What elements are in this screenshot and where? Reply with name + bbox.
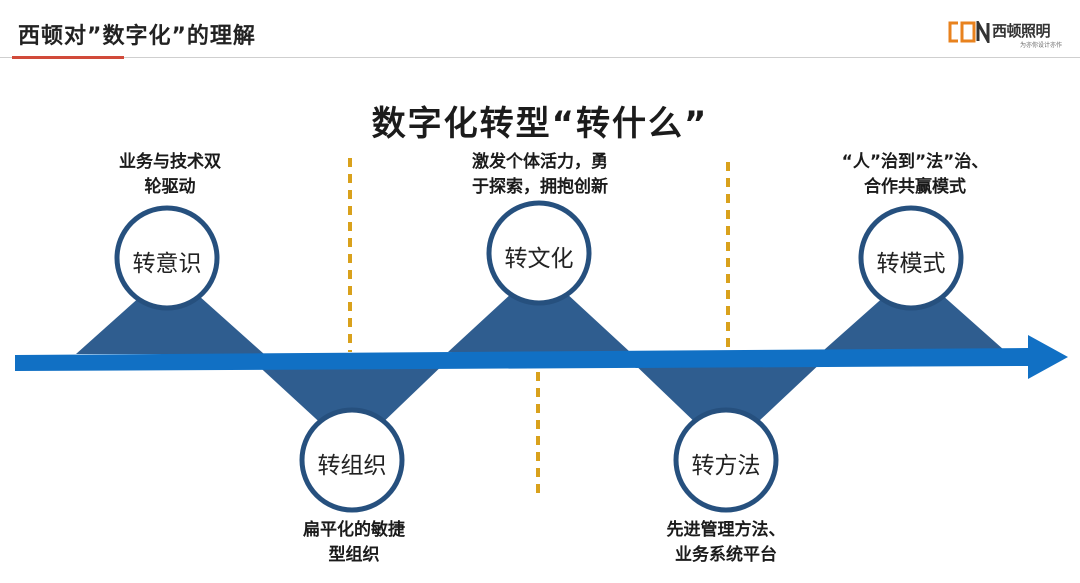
timeline-arrow: [15, 335, 1068, 379]
stage-label-consciousness: 转意识: [132, 251, 202, 277]
stage-circle: [673, 407, 779, 513]
stage-description-consciousness: 业务与技术双 轮驱动: [60, 150, 280, 200]
description-line: 型组织: [328, 545, 380, 565]
description-line: 先进管理方法、: [666, 520, 786, 540]
description-line: “人”治到”法”治、: [841, 152, 989, 172]
stage-circle: [486, 200, 592, 306]
description-line: 于探索，拥抱创新: [472, 177, 608, 197]
logo-subtext: 为亦你设计亦作: [1020, 42, 1063, 49]
description-line: 合作共赢模式: [864, 177, 966, 197]
stage-label-method: 转方法: [691, 453, 761, 479]
header-accent-bar: [12, 56, 124, 59]
stage-triangle: [448, 268, 630, 352]
stage-label-organization: 转组织: [317, 453, 387, 479]
brand-logo: 西顿照明 为亦你设计亦作: [948, 18, 1076, 49]
description-line: 业务与技术双: [119, 152, 221, 172]
header-divider: [0, 57, 1080, 58]
stage-description-method: 先进管理方法、 业务系统平台: [616, 518, 836, 568]
stage-circle: [858, 205, 964, 311]
stage-description-culture: 激发个体活力，勇 于探索，拥抱创新: [410, 150, 670, 200]
description-line: 扁平化的敏捷: [303, 520, 405, 540]
stage-triangle: [252, 360, 448, 452]
page-title: 西顿对”数字化”的理解: [18, 24, 256, 49]
stage-circle: [299, 407, 405, 513]
logo-text: 西顿照明: [992, 22, 1051, 40]
description-line: 业务系统平台: [675, 545, 777, 565]
stage-triangle: [630, 360, 824, 452]
description-line: 激发个体活力，勇: [472, 152, 608, 172]
stage-triangle: [76, 270, 264, 354]
con-logo-icon: [948, 21, 990, 43]
stage-description-organization: 扁平化的敏捷 型组织: [244, 518, 464, 568]
stage-label-culture: 转文化: [504, 246, 574, 272]
description-line: 轮驱动: [144, 177, 196, 197]
stage-circle: [114, 205, 220, 311]
stage-label-model: 转模式: [876, 251, 946, 277]
stage-description-model: “人”治到”法”治、 合作共赢模式: [790, 150, 1040, 200]
diagram-title: 数字化转型“转什么”: [371, 104, 709, 144]
